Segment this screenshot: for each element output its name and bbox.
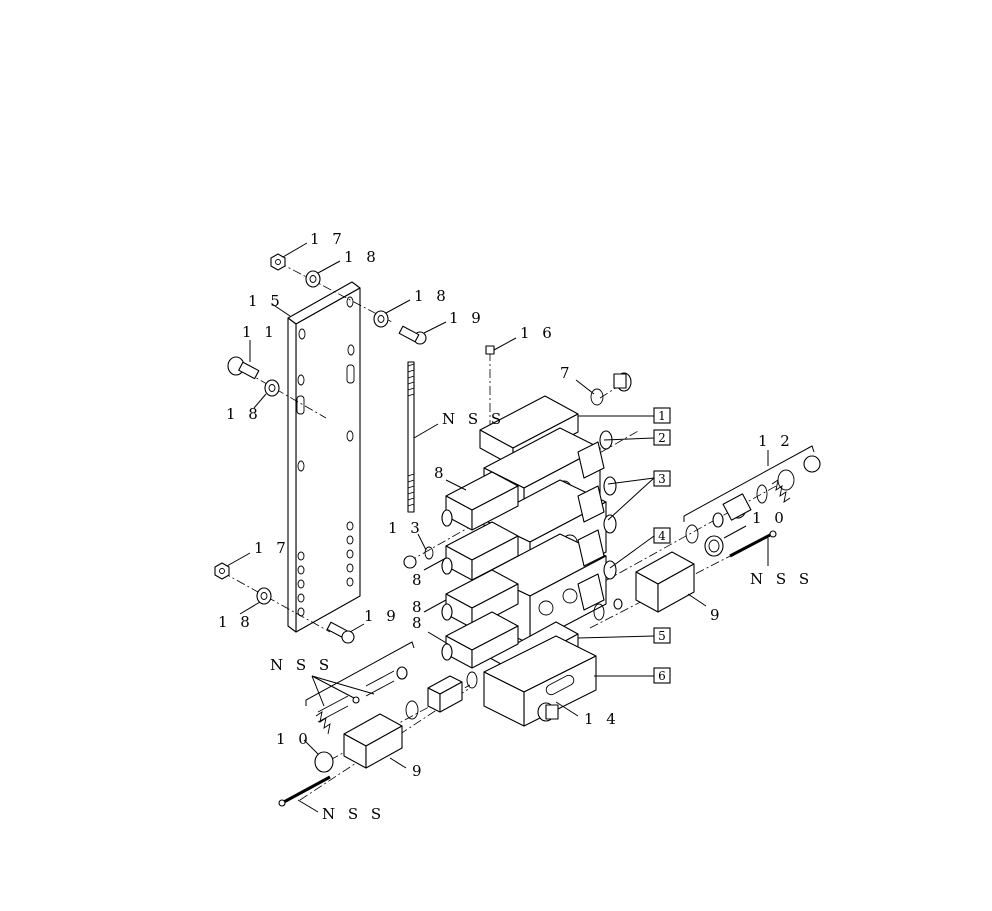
solenoid-4 (441, 611, 519, 669)
callout-9-right: 9 (710, 606, 724, 624)
callout-8-c: 8 (412, 598, 426, 616)
callout-8-a: 8 (434, 464, 448, 482)
callout-18-left: 1 8 (226, 405, 262, 423)
boxed-label-2: 2 (658, 431, 666, 445)
solenoid-caps-right (577, 441, 605, 611)
callout-10-right: 1 0 (752, 509, 788, 527)
callout-18-bottom: 1 8 (218, 613, 254, 631)
boxed-label-1: 1 (658, 409, 666, 423)
boxed-label-4: 4 (658, 529, 666, 543)
callout-14: 1 4 (584, 710, 620, 728)
callout-19-top: 1 9 (449, 309, 485, 327)
callout-8-d: 8 (412, 614, 426, 632)
callout-7: 7 (560, 364, 574, 382)
callout-nss-lower: N S S (270, 656, 333, 674)
callout-18-right: 1 8 (414, 287, 450, 305)
callout-nss-bottom: N S S (322, 805, 385, 823)
callout-17-bottom: 1 7 (254, 539, 290, 557)
callout-15: 1 5 (248, 292, 284, 310)
callout-19-bottom: 1 9 (364, 607, 400, 625)
callout-9-lower: 9 (412, 762, 426, 780)
callout-10-lower: 1 0 (276, 730, 312, 748)
callout-18-top: 1 8 (344, 248, 380, 266)
boxed-label-3: 3 (658, 472, 666, 486)
callout-17-top: 1 7 (310, 230, 346, 248)
boxed-callouts: 1 2 3 4 5 6 (653, 407, 671, 684)
callout-13: 1 3 (388, 519, 424, 537)
callout-nss-stud: N S S (442, 410, 505, 428)
callout-8-b: 8 (412, 571, 426, 589)
spool-parts-right (593, 455, 821, 621)
callout-11: 1 1 (242, 323, 278, 341)
callout-12: 1 2 (758, 432, 794, 450)
hardware (214, 253, 632, 644)
boxed-label-5: 5 (658, 629, 666, 643)
callout-labels: 1 7 1 8 1 5 1 8 1 9 1 1 1 8 1 6 7 N S S … (218, 230, 813, 823)
solenoid-2 (441, 521, 519, 581)
callout-nss-right: N S S (750, 570, 813, 588)
brackets (305, 445, 815, 706)
mounting-plate (287, 281, 361, 633)
callout-16: 1 6 (520, 324, 556, 342)
spool-parts-lower (278, 666, 478, 807)
solenoid-1 (441, 471, 519, 531)
valve-stack (441, 395, 617, 727)
inlet-section (483, 635, 597, 727)
boxed-label-6: 6 (658, 669, 666, 683)
leader-lines (226, 242, 769, 813)
solenoid-3 (441, 569, 519, 629)
stud-rod (407, 361, 415, 513)
